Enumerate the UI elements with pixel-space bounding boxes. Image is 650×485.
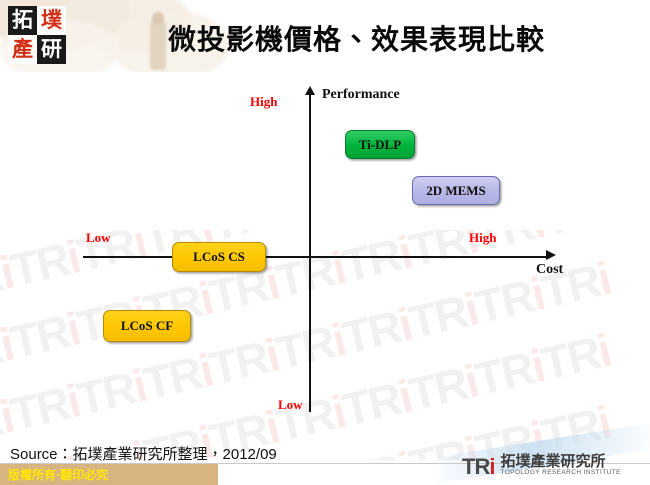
footer-divider: [0, 463, 650, 464]
tri-brand-en: TOPOLOGY RESEARCH INSTITUTE: [500, 469, 621, 476]
cost-high-label: High: [469, 230, 497, 245]
logo-cell-3: 產: [8, 35, 37, 64]
tri-wordmark-tr: TR: [462, 453, 490, 479]
node-2d-mems[interactable]: 2D MEMS: [412, 176, 500, 205]
copyright-text: 版權所有‧翻印必究: [8, 468, 109, 482]
performance-axis-arrow-icon: [305, 86, 315, 95]
cost-axis-line: [83, 256, 551, 258]
logo-cell-2: 墣: [37, 6, 66, 35]
copyright-bar: 版權所有‧翻印必究: [0, 464, 218, 485]
cost-low-label: Low: [86, 230, 111, 245]
cost-axis-label: Cost: [536, 262, 564, 277]
node-lcos-cf[interactable]: LCoS CF: [103, 310, 191, 342]
tri-square-logo: 拓 墣 產 研: [8, 6, 66, 64]
cost-axis-arrow-icon: [546, 250, 556, 260]
logo-cell-1: 拓: [8, 6, 37, 35]
tri-brand-text: 拓墣產業研究所 TOPOLOGY RESEARCH INSTITUTE: [500, 455, 620, 477]
performance-axis-line: [309, 92, 311, 412]
header-figure-head-icon: [152, 12, 164, 24]
node-lcos-cs[interactable]: LCoS CS: [172, 242, 266, 272]
tri-wordmark: TRi: [462, 453, 495, 479]
performance-low-label: Low: [278, 397, 303, 412]
performance-axis-label: Performance: [322, 87, 400, 102]
page-title: 微投影機價格、效果表現比較: [168, 25, 546, 56]
node-ti-dlp[interactable]: Ti-DLP: [345, 130, 415, 159]
tri-footer-logo: TRi 拓墣產業研究所 TOPOLOGY RESEARCH INSTITUTE: [462, 453, 621, 479]
logo-cell-4: 研: [37, 35, 66, 64]
source-note: Source：拓墣產業研究所整理，2012/09: [10, 446, 277, 463]
quadrant-chart: Performance Cost High Low High Low Ti-DL…: [0, 72, 650, 440]
header-figure-icon: [150, 18, 166, 70]
tri-wordmark-i: i: [489, 453, 495, 479]
tri-brand-cn: 拓墣產業研究所: [500, 454, 606, 470]
performance-high-label: High: [250, 94, 278, 109]
